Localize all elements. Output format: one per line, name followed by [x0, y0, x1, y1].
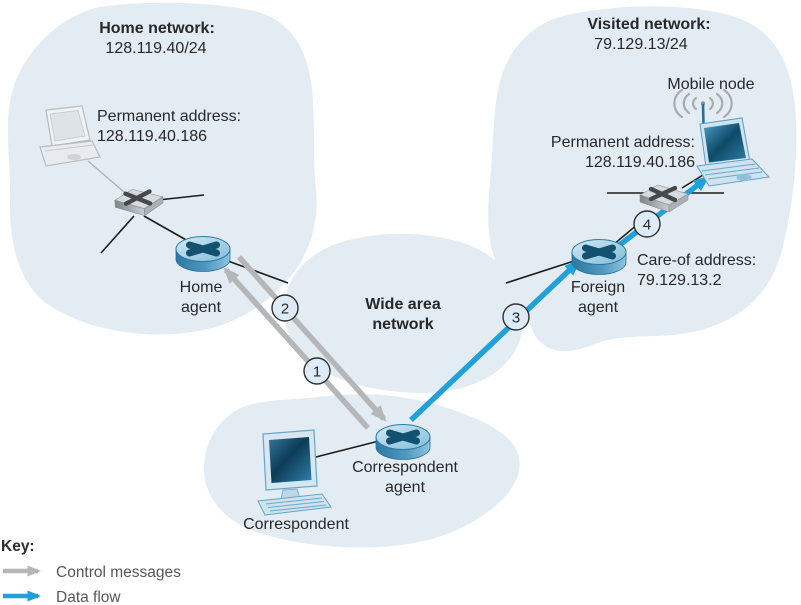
wide-area-network-blob	[284, 233, 524, 393]
visited-network-subnet: 79.129.13/24	[594, 36, 688, 53]
step-2-marker: 2	[271, 294, 299, 322]
correspondent-agent-router	[376, 425, 430, 460]
step-markers: 1 2 3 4	[271, 210, 661, 385]
step-3-marker: 3	[502, 303, 530, 331]
link-foreign-router-wan	[505, 260, 575, 284]
foreign-agent-label-line1: Foreign	[571, 279, 625, 296]
data-arrow-to-foreign-agent	[409, 259, 581, 422]
legend-data-label: Data flow	[56, 589, 121, 605]
data-arrow-to-mobile-node	[611, 175, 710, 253]
step-1-marker: 1	[303, 357, 331, 385]
step-2-label: 2	[281, 301, 289, 318]
step-3-label: 3	[512, 310, 520, 327]
home-network-blob	[7, 2, 317, 335]
wan-label-line1: Wide area	[365, 296, 441, 313]
correspondent-desktop	[257, 429, 332, 516]
visited-permanent-address-label: Permanent address:	[551, 134, 695, 151]
home-agent-label-line1: Home	[180, 279, 223, 296]
mobile-node-laptop	[673, 88, 771, 187]
correspondent-agent-label-line2: agent	[385, 479, 426, 496]
step-4-marker: 4	[633, 210, 661, 238]
mobile-node-label: Mobile node	[667, 76, 754, 93]
home-network-title: Home network:	[99, 20, 215, 37]
legend: Key: Control messages Data flow	[1, 538, 181, 605]
link-home-router-wan	[227, 260, 289, 284]
correspondent-host-label: Correspondent	[243, 516, 349, 533]
home-network-subnet: 128.119.40/24	[105, 40, 206, 57]
foreign-agent-label-line2: agent	[578, 299, 619, 316]
visited-network-title: Visited network:	[587, 16, 710, 33]
legend-title: Key:	[1, 538, 35, 555]
care-of-address-value: 79.129.13.2	[637, 272, 722, 289]
visited-permanent-address-value: 128.119.40.186	[585, 154, 695, 171]
home-permanent-address-value: 128.119.40.186	[97, 128, 207, 145]
link-correspondent-host-router	[311, 440, 380, 459]
home-agent-router	[176, 237, 230, 272]
legend-control-label: Control messages	[56, 564, 181, 581]
wifi-waves-icon	[673, 88, 733, 119]
antenna	[701, 103, 705, 127]
step-1-label: 1	[313, 364, 321, 381]
link-home-switch-stub-left	[100, 215, 135, 254]
control-arrow-to-correspondent-agent	[236, 255, 387, 422]
correspondent-agent-label-line1: Correspondent	[352, 459, 458, 476]
link-home-switch-stub-right	[157, 194, 205, 201]
control-arrow-to-home-agent	[223, 267, 371, 430]
wan-label-line2: network	[372, 316, 433, 333]
home-laptop	[39, 105, 101, 167]
foreign-agent-router	[572, 240, 626, 275]
link-home-switch-router	[143, 215, 189, 242]
home-permanent-address-label: Permanent address:	[97, 108, 241, 125]
step-4-label: 4	[643, 217, 651, 234]
care-of-address-label: Care-of address:	[637, 252, 756, 269]
home-agent-label-line2: agent	[181, 299, 222, 316]
link-home-laptop-switch	[87, 160, 125, 193]
